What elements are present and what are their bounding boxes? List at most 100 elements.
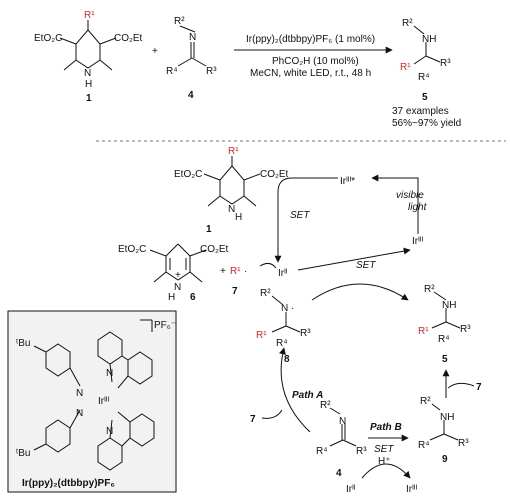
scope-yield: 56%~97% yield [392,118,461,129]
nitrogen-label: N [84,68,91,79]
r1-label: R¹ [84,10,95,21]
hantzsch-ester-1-mechanism: R¹ EtO₂C CO₂Et N H 1 [174,146,289,235]
r2-label: R² [174,16,185,27]
bpy-n-top: N [76,388,83,399]
ester-left: EtO₂C [118,244,146,255]
compound-label-4: 4 [188,90,194,101]
r3-label: R³ [356,446,367,457]
plus-sign: + [152,46,158,57]
product-5-mechanism: R² NH R¹ R⁴ R³ 5 [418,284,471,365]
nitrogen-label: N [228,204,235,215]
scope-examples: 37 examples [392,106,449,117]
r1-label: R¹ [228,146,239,157]
r1-label: R¹ [418,326,429,337]
plus-sign: + [220,266,226,277]
radical-r1: R¹ [230,266,241,277]
r1-label: R¹ [400,62,411,73]
imine-4: R² N R⁴ R³ 4 [166,16,217,101]
path-b-label: Path B [370,422,402,433]
ester-right: CO₂Et [200,244,229,255]
condition-solvent: MeCN, white LED, r.t., 48 h [250,68,371,79]
compound-label-9: 9 [442,454,448,465]
compound-label-6: 6 [190,292,196,303]
imine-4-mechanism: R² N R⁴ R³ 4 [316,400,367,479]
r4-label: R⁴ [418,440,430,451]
product-5-top: R² NH R¹ R⁴ R³ 5 [400,18,451,103]
ester-left: EtO₂C [174,169,202,180]
path-a-label: Path A [292,390,323,401]
visible-label: visible [396,190,424,201]
pyridinium-6: EtO₂C CO₂Et + N H 6 [118,243,229,303]
compound-label-8: 8 [284,354,290,365]
ir-iii-right: Irᴵᴵᴵ [412,236,423,247]
iridium-center: Irᴵᴵᴵ [98,396,109,407]
r3-label: R³ [206,66,217,77]
imine-n-label: N [189,32,196,43]
hydrogen-label: H [235,212,242,223]
compound-label-7: 7 [232,286,238,297]
mechanism-scheme: R¹ EtO₂C CO₂Et N H 1 EtO₂C CO₂Et + N H 6… [118,146,482,495]
hydrogen-label: H [168,292,175,303]
amine-nh-label: NH [422,34,436,45]
compound-label-5: 5 [422,92,428,103]
h-plus: H⁺ [378,456,391,467]
r4-label: R⁴ [166,66,178,77]
hydrogen-label: H [85,79,92,90]
r3-label: R³ [440,58,451,69]
set-bottom: SET [374,444,394,455]
set-left: SET [290,210,310,221]
r3-label: R³ [460,324,471,335]
bpy-n-bottom: N [76,408,83,419]
amine-n-label: N [281,303,288,314]
bipyridine-ligand: ᵗBu ᵗBu N N [16,338,83,459]
compound-label-1: 1 [206,224,212,235]
radical-dot: · [244,266,247,277]
r4-label: R⁴ [276,338,288,349]
set-middle: SET [356,260,376,271]
tbu-top: ᵗBu [16,338,30,349]
ir-iii-bottom: Irᴵᴵᴵ [406,484,417,495]
condition-additive: PhCO₂H (10 mol%) [272,56,359,67]
ir-excited: Irᴵᴵᴵ* [340,176,355,187]
r2-label: R² [424,284,435,295]
amine-9: R² NH R⁴ R³ 9 [418,396,469,465]
ppy-n-bottom: N [106,426,113,437]
n-radical-dot: · [291,303,294,314]
r1-label: R¹ [256,330,267,341]
ppy-n-top: N [106,368,113,379]
imine-n-label: N [339,416,346,427]
condition-catalyst: Ir(ppy)₂(dtbbpy)PF₆ (1 mol%) [246,34,375,45]
catalyst-structure-box: PF₆⁻ ᵗBu ᵗBu N N N N Irᴵᴵ [7,310,177,493]
nitrogen-label: N [174,282,181,293]
ir-ii-bottom: Irᴵᴵ [346,484,356,495]
amine-nh-label: NH [440,412,454,423]
compound-label-5: 5 [442,354,448,365]
radical-7: R¹ · 7 [230,266,247,297]
ester-right: CO₂Et [114,33,143,44]
r3-label: R³ [458,438,469,449]
hantzsch-ester-1: R¹ EtO₂C CO₂Et N H 1 [34,10,143,104]
amine-nh-label: NH [442,300,456,311]
r2-label: R² [420,396,431,407]
r3-label: R³ [300,328,311,339]
r2-label: R² [402,18,413,29]
label-7-left: 7 [250,414,256,425]
compound-label-1: 1 [86,93,92,104]
photocatalytic-cycle: Irᴵᴵᴵ* Irᴵᴵᴵ Irᴵᴵ visible light SET SET [259,174,428,279]
intermediate-8: R² N · R¹ R⁴ R³ 8 [256,288,311,365]
plus-charge: + [175,270,181,281]
label-7-right: 7 [476,382,482,393]
ir-ii-center: Irᴵᴵ [278,268,288,279]
tbu-bottom: ᵗBu [16,448,30,459]
ester-left: EtO₂C [34,33,62,44]
top-reaction-scheme: R¹ EtO₂C CO₂Et N H 1 + R² N R⁴ R³ 4 Ir(p… [34,10,461,129]
r2-label: R² [320,400,331,411]
ppy-ligands: N N [97,331,155,471]
r4-label: R⁴ [418,72,430,83]
catalyst-caption: Ir(ppy)₂(dtbbpy)PF₆ [22,478,115,489]
r2-label: R² [260,288,271,299]
counterion: PF₆⁻ [154,320,176,331]
compound-label-4: 4 [336,468,342,479]
